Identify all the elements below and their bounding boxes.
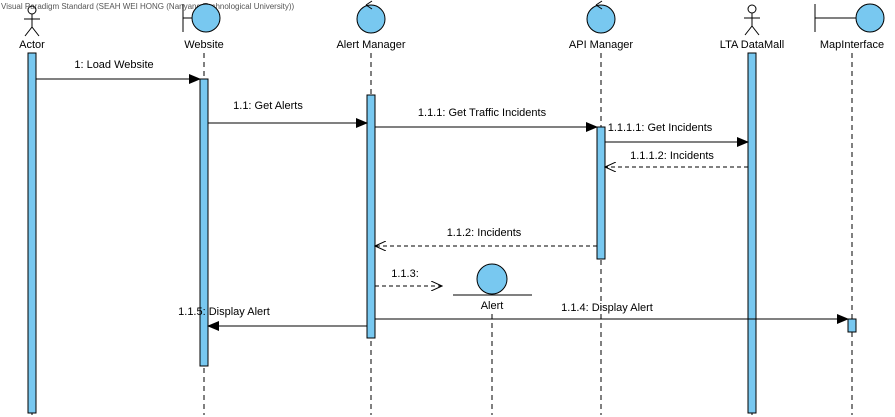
- participant-label: API Manager: [569, 39, 634, 51]
- message-create-alert: 1.1.3:: [375, 268, 442, 286]
- message-label: 1.1.3:: [391, 268, 419, 280]
- message-display-alert-map: 1.1.4: Display Alert: [375, 302, 849, 324]
- activation-bar: [747, 52, 757, 414]
- entity-icon: [453, 263, 532, 296]
- participant-map-interface: MapInterface: [814, 3, 885, 415]
- message-incidents-return-2: 1.1.2: Incidents: [375, 227, 597, 246]
- created-object-alert: Alert: [453, 263, 532, 415]
- activation-bar: [199, 78, 209, 367]
- message-get-alerts: 1.1: Get Alerts: [208, 100, 368, 128]
- participant-website: Website: [182, 3, 224, 415]
- participant-label: MapInterface: [820, 39, 884, 51]
- participant-label: Actor: [19, 39, 45, 51]
- participant-label: Alert Manager: [336, 39, 405, 51]
- message-label: 1.1.1.2: Incidents: [630, 150, 714, 162]
- activation-bar: [847, 318, 857, 333]
- boundary-icon: [814, 3, 885, 33]
- participant-actor: Actor: [19, 5, 45, 415]
- message-label: 1.1.2: Incidents: [447, 227, 522, 239]
- control-icon: [586, 0, 616, 34]
- control-icon: [356, 0, 386, 34]
- participant-api-manager: API Manager: [569, 0, 634, 415]
- participant-lta-datamall: LTA DataMall: [720, 4, 784, 415]
- object-label: Alert: [481, 300, 504, 312]
- message-label: 1: Load Website: [74, 59, 153, 71]
- participant-label: LTA DataMall: [720, 39, 784, 51]
- participant-label: Website: [184, 39, 224, 51]
- activation-bar: [596, 126, 606, 260]
- activation-bar: [27, 52, 37, 414]
- message-get-incidents: 1.1.1.1: Get Incidents: [605, 122, 749, 147]
- message-label: 1.1.4: Display Alert: [561, 302, 653, 314]
- message-display-alert-website: 1.1.5: Display Alert: [178, 306, 367, 331]
- watermark-text: Visual Paradigm Standard (SEAH WEI HONG …: [1, 2, 294, 11]
- message-label: 1.1.5: Display Alert: [178, 306, 270, 318]
- message-label: 1.1.1: Get Traffic Incidents: [418, 107, 547, 119]
- message-get-traffic-incidents: 1.1.1: Get Traffic Incidents: [375, 107, 598, 132]
- message-incidents-return-1: 1.1.1.2: Incidents: [605, 150, 748, 167]
- message-label: 1.1: Get Alerts: [233, 100, 303, 112]
- participant-alert-manager: Alert Manager: [336, 0, 406, 415]
- message-label: 1.1.1.1: Get Incidents: [608, 122, 713, 134]
- boundary-icon: [182, 3, 221, 33]
- actor-icon: [744, 4, 760, 36]
- message-load-website: 1: Load Website: [36, 59, 201, 84]
- activation-bar: [366, 94, 376, 339]
- actor-icon: [24, 5, 40, 37]
